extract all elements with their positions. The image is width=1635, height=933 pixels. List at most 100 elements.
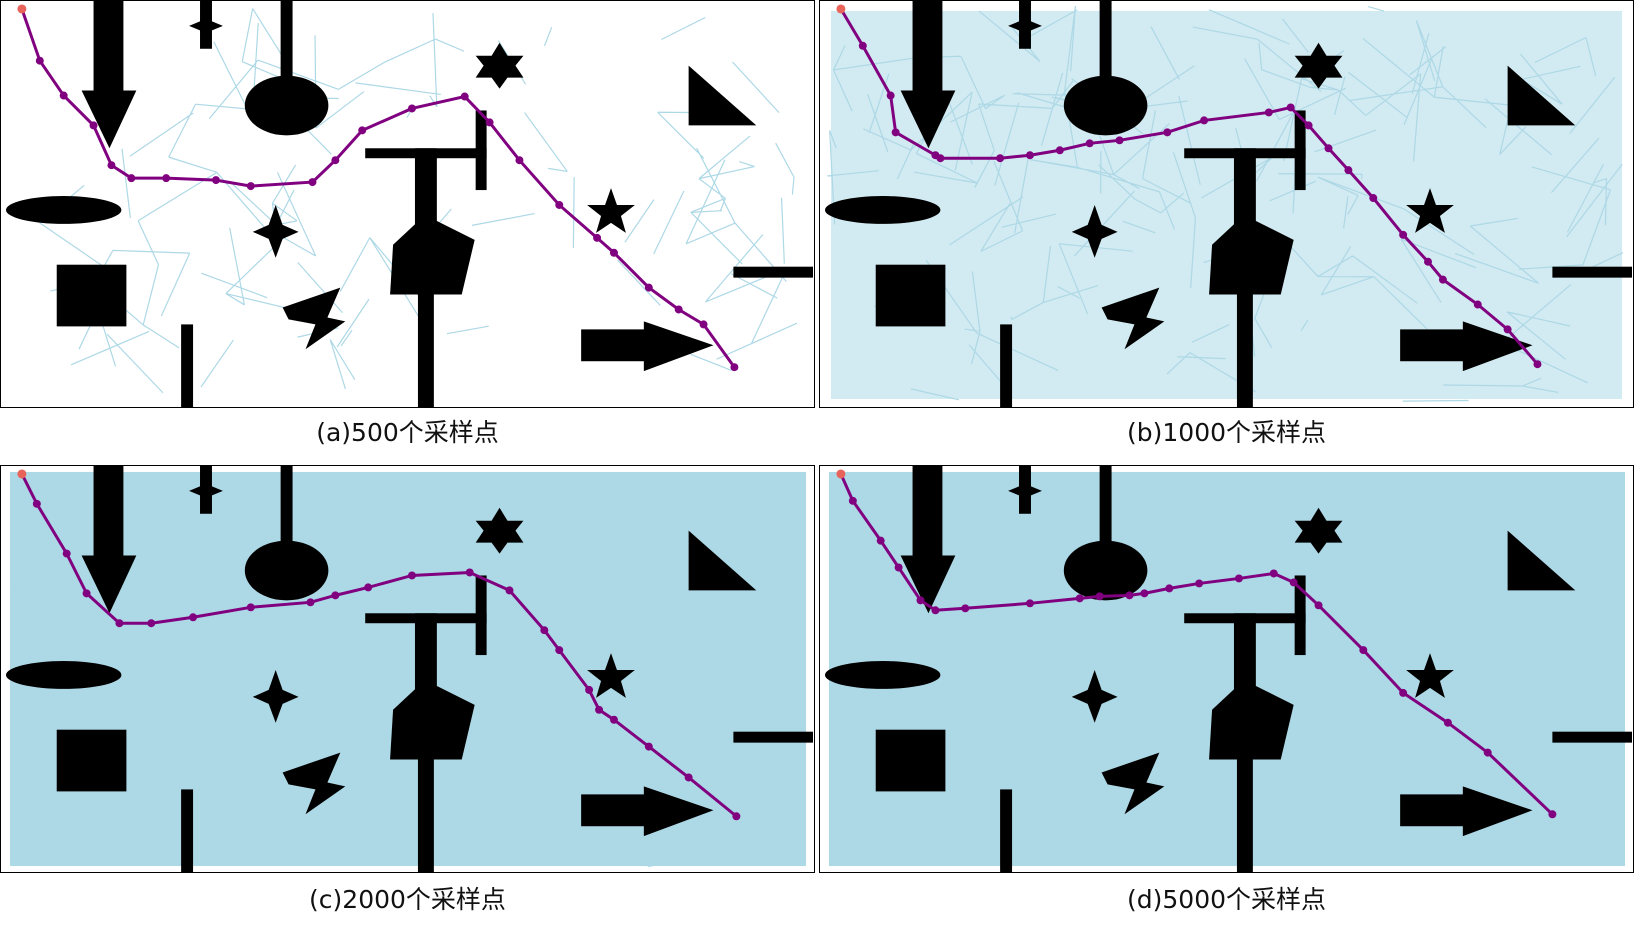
path-waypoint bbox=[848, 496, 857, 505]
start-point bbox=[17, 4, 27, 14]
path-waypoint bbox=[1269, 569, 1278, 578]
goal-point bbox=[732, 812, 741, 821]
obstacles bbox=[5, 1, 814, 407]
path-waypoint bbox=[1443, 718, 1452, 727]
path-waypoint bbox=[858, 41, 867, 50]
goal-point bbox=[1548, 810, 1557, 819]
path-waypoint bbox=[1344, 166, 1353, 175]
path-waypoint bbox=[585, 685, 594, 694]
path-waypoint bbox=[211, 176, 220, 185]
path-waypoint bbox=[147, 619, 156, 628]
path-waypoint bbox=[699, 320, 708, 329]
roadmap-plot-d bbox=[824, 466, 1633, 872]
goal-point bbox=[1533, 360, 1542, 369]
start-point bbox=[836, 4, 846, 14]
path-waypoint bbox=[1359, 646, 1368, 655]
path-waypoint bbox=[644, 283, 653, 292]
path-waypoint bbox=[674, 305, 683, 314]
caption-d: (d)5000个采样点 bbox=[1127, 885, 1326, 914]
path-waypoint bbox=[189, 613, 198, 622]
path-waypoint bbox=[1163, 128, 1172, 137]
path-waypoint bbox=[127, 174, 136, 183]
path-waypoint bbox=[1473, 300, 1482, 309]
path-waypoint bbox=[1304, 121, 1313, 130]
caption-a: (a)500个采样点 bbox=[316, 418, 499, 447]
path-waypoint bbox=[107, 161, 116, 170]
planned-path bbox=[836, 469, 1557, 819]
path-waypoint bbox=[331, 156, 340, 165]
path-waypoint bbox=[59, 91, 68, 100]
path-waypoint bbox=[460, 92, 469, 101]
planned-path bbox=[17, 4, 739, 372]
path-waypoint bbox=[891, 128, 900, 137]
path-waypoint bbox=[961, 604, 970, 613]
path-waypoint bbox=[32, 499, 41, 508]
caption-c: (c)2000个采样点 bbox=[309, 885, 506, 914]
path-waypoint bbox=[1025, 599, 1034, 608]
path-waypoint bbox=[1115, 136, 1124, 145]
goal-point bbox=[730, 363, 739, 372]
path-waypoint bbox=[115, 619, 124, 628]
path-waypoint bbox=[246, 182, 255, 191]
roadmap-plot-b bbox=[824, 1, 1633, 407]
path-waypoint bbox=[996, 154, 1005, 163]
path-waypoint bbox=[1085, 139, 1094, 148]
roadmap-plot-a bbox=[5, 1, 814, 407]
path-waypoint bbox=[1095, 592, 1104, 601]
path-line bbox=[20, 8, 736, 369]
path-waypoint bbox=[595, 705, 604, 714]
path-waypoint bbox=[684, 773, 693, 782]
path-waypoint bbox=[1195, 579, 1204, 588]
path-waypoint bbox=[1324, 144, 1333, 153]
path-waypoint bbox=[364, 583, 373, 592]
path-waypoint bbox=[1503, 325, 1512, 334]
path-waypoint bbox=[465, 568, 474, 577]
path-waypoint bbox=[916, 596, 925, 605]
path-waypoint bbox=[1140, 589, 1149, 598]
start-point bbox=[17, 469, 27, 479]
path-waypoint bbox=[644, 742, 653, 751]
path-waypoint bbox=[407, 104, 416, 113]
path-waypoint bbox=[331, 591, 340, 600]
planned-path bbox=[836, 4, 1542, 369]
path-waypoint bbox=[162, 174, 171, 183]
path-waypoint bbox=[593, 233, 602, 242]
path-waypoint bbox=[1483, 748, 1492, 757]
path-waypoint bbox=[1025, 151, 1034, 160]
path-waypoint bbox=[82, 589, 91, 598]
path-waypoint bbox=[1399, 688, 1408, 697]
path-waypoint bbox=[485, 118, 494, 127]
path-waypoint bbox=[1399, 230, 1408, 239]
path-waypoint bbox=[1438, 275, 1447, 284]
path-waypoint bbox=[407, 571, 416, 580]
path-waypoint bbox=[1055, 146, 1064, 155]
path-waypoint bbox=[540, 626, 549, 635]
path-waypoint bbox=[1125, 591, 1134, 600]
path-line bbox=[20, 473, 738, 818]
caption-b: (b)1000个采样点 bbox=[1127, 418, 1326, 447]
start-point bbox=[836, 469, 846, 479]
planned-path bbox=[17, 469, 741, 821]
path-waypoint bbox=[246, 603, 255, 612]
path-waypoint bbox=[1286, 103, 1295, 112]
path-waypoint bbox=[1234, 574, 1243, 583]
roadmap-panel-a bbox=[0, 0, 815, 408]
roadmap-plot-c bbox=[5, 466, 814, 872]
path-waypoint bbox=[1075, 594, 1084, 603]
path-waypoint bbox=[555, 201, 564, 209]
path-waypoint bbox=[515, 156, 524, 165]
path-waypoint bbox=[62, 549, 71, 558]
path-waypoint bbox=[1264, 108, 1273, 117]
roadmap-panel-d bbox=[819, 465, 1634, 873]
path-waypoint bbox=[610, 715, 618, 724]
path-waypoint bbox=[306, 598, 315, 607]
path-waypoint bbox=[936, 154, 945, 163]
path-waypoint bbox=[1314, 601, 1323, 610]
path-waypoint bbox=[505, 586, 514, 595]
path-waypoint bbox=[35, 56, 44, 65]
path-waypoint bbox=[89, 121, 98, 130]
path-waypoint bbox=[610, 248, 618, 257]
path-waypoint bbox=[1200, 116, 1209, 125]
path-waypoint bbox=[1369, 194, 1378, 203]
path-waypoint bbox=[931, 606, 940, 615]
